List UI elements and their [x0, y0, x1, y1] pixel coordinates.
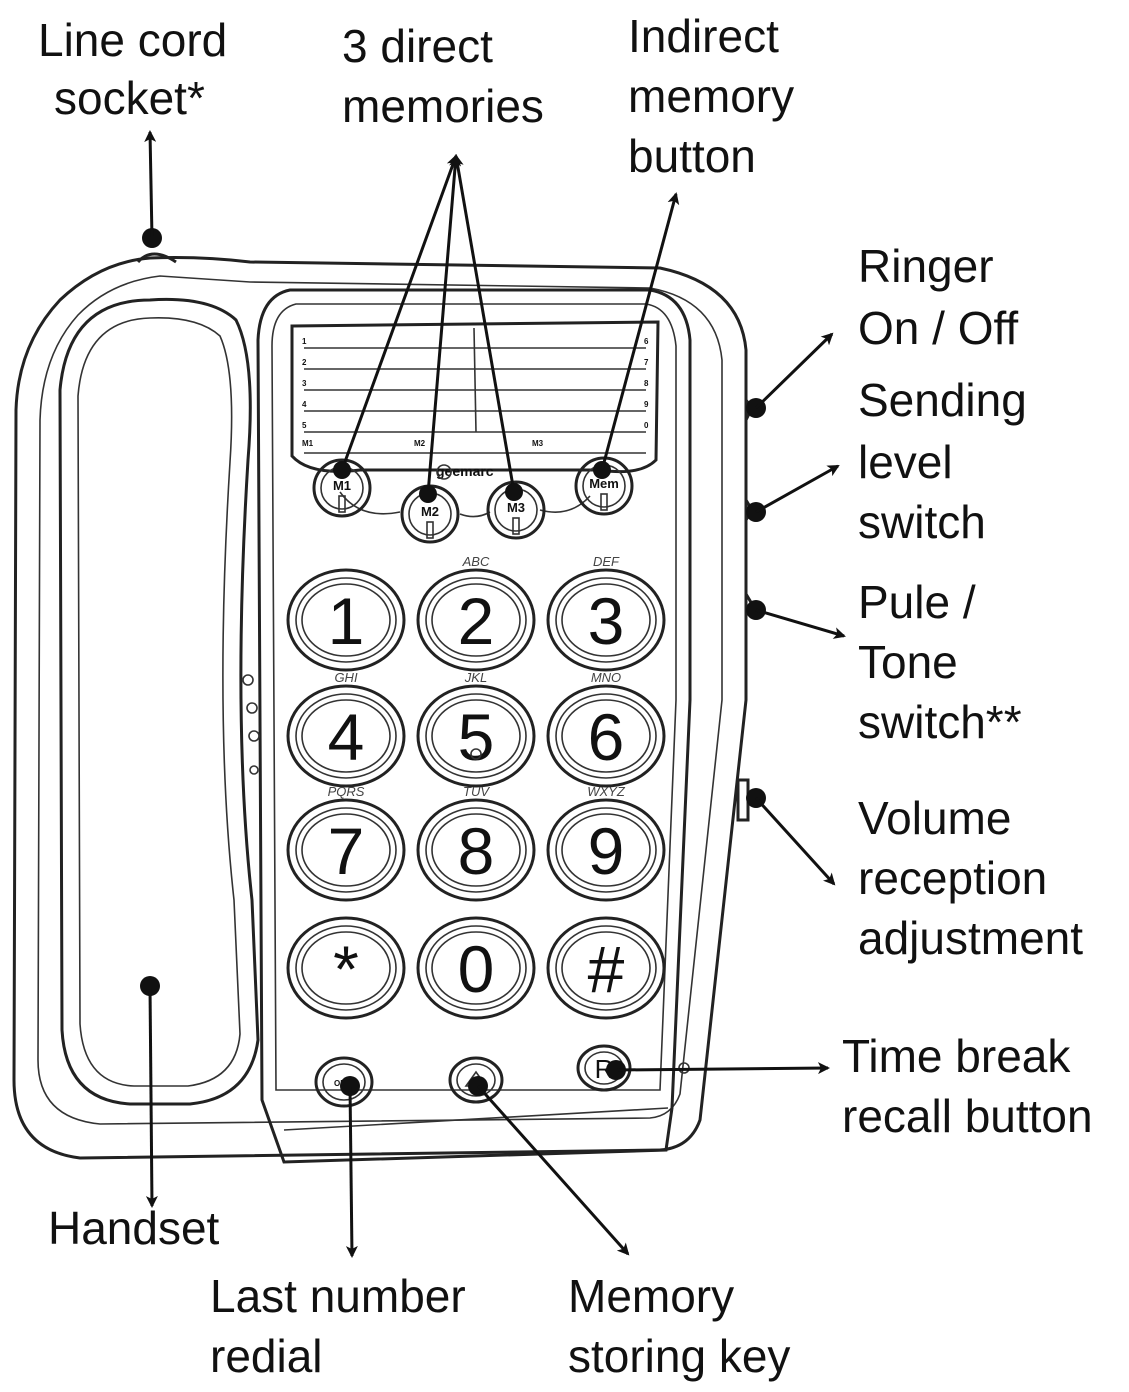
memory-button-label: Mem [589, 476, 619, 491]
key-hash[interactable]: # [546, 916, 666, 1020]
key-7[interactable]: 7 PQRS [286, 784, 406, 902]
callout-arrows [140, 130, 846, 1258]
card-right-number: 8 [644, 379, 649, 388]
key-letters: ABC [462, 554, 490, 569]
label-last-number-redial: Last number redial [210, 1270, 478, 1382]
label-memory-storing-key: Memory storing key [568, 1270, 790, 1382]
key-star[interactable]: * [286, 916, 406, 1020]
arrow-redial [345, 1085, 358, 1258]
key-letters: TUV [463, 784, 490, 799]
line-cord-socket-nub [136, 252, 177, 264]
arrow-m3 [451, 154, 516, 493]
phone-body [12, 252, 754, 1164]
label-handset: Handset [48, 1202, 220, 1254]
card-right-number: 9 [644, 400, 649, 409]
key-5[interactable]: 5 JKL [416, 670, 536, 788]
key-1[interactable]: 1 [286, 568, 406, 672]
key-digit: 5 [458, 700, 495, 774]
key-2[interactable]: 2 ABC [416, 554, 536, 672]
card-left-number: 1 [302, 337, 307, 346]
label-pulse-tone: Pule / Tone switch** [858, 576, 1022, 748]
memory-button-label: M3 [507, 500, 525, 515]
arrow-recall [615, 1062, 830, 1075]
key-digit: 9 [588, 814, 625, 888]
arrow-sending-level [755, 464, 840, 514]
key-8[interactable]: 8 TUV [416, 784, 536, 902]
card-bottom-label: M3 [532, 439, 544, 448]
arrow-volume [754, 796, 836, 886]
key-digit: 3 [588, 584, 625, 658]
card-bottom-labels: M1 M2 M3 [302, 439, 544, 448]
key-6[interactable]: 6 MNO [546, 670, 666, 788]
arrow-ringer [754, 332, 834, 410]
handset-shape [58, 297, 260, 1106]
memory-card: 1 2 3 4 5 6 7 8 9 0 M1 M2 M3 [290, 320, 660, 474]
label-ringer: Ringer On / Off [858, 240, 1018, 354]
arrow-handset [145, 985, 158, 1208]
key-letters: JKL [464, 670, 487, 685]
label-time-break-recall: Time break recall button [842, 1030, 1093, 1142]
label-volume-reception: Volume reception adjustment [858, 792, 1083, 964]
key-9[interactable]: 9 WXYZ [546, 784, 666, 902]
key-letters: MNO [591, 670, 621, 685]
memory-card-frame [290, 320, 660, 474]
key-0[interactable]: 0 [416, 916, 536, 1020]
card-bottom-label: M1 [302, 439, 314, 448]
card-left-numbers: 1 2 3 4 5 [302, 337, 307, 430]
key-letters: GHI [334, 670, 358, 685]
memory-button-label: M2 [421, 504, 439, 519]
key-letters: WXYZ [587, 784, 626, 799]
card-left-number: 2 [302, 358, 307, 367]
phone-outer-shell [12, 256, 748, 1160]
key-letters: DEF [593, 554, 620, 569]
key-digit: 2 [458, 584, 495, 658]
keypad-panel-inner [271, 303, 677, 1091]
label-line-cord-socket: Line cord socket* [38, 14, 240, 124]
card-right-number: 0 [644, 421, 649, 430]
key-digit: 1 [328, 584, 365, 658]
memory-button-label: M1 [333, 478, 351, 493]
arrow-memory-store [476, 1085, 630, 1256]
key-5-nub [470, 748, 482, 760]
label-direct-memories: 3 direct memories [342, 20, 544, 132]
handset-inner [77, 317, 241, 1087]
key-digit: 4 [328, 700, 365, 774]
key-4[interactable]: 4 GHI [286, 670, 406, 788]
key-3[interactable]: 3 DEF [546, 554, 666, 672]
key-digit: 8 [458, 814, 495, 888]
arrow-m2 [426, 154, 462, 495]
card-left-number: 4 [302, 400, 307, 409]
phone-inner-shell [37, 275, 723, 1125]
panel-bottom-lip [283, 1107, 669, 1131]
key-digit: 6 [588, 700, 625, 774]
key-digit: 7 [328, 814, 365, 888]
brand-logo-mark [436, 464, 452, 480]
arrow-pulse-tone [755, 608, 846, 639]
side-indicator-marks [242, 674, 260, 775]
key-letters: PQRS [328, 784, 365, 799]
bottom-function-keys: OR-P R [314, 1044, 690, 1108]
keypad: 1 2 ABC 3 DEF 4 GHI 5 JKL 6 MNO 7 PQRS 8 TUV 9 WXYZ * 0 # [286, 554, 666, 1020]
card-right-number: 6 [644, 337, 649, 346]
memory-card-divider [473, 327, 477, 433]
keypad-panel [256, 288, 692, 1164]
card-left-number: 5 [302, 421, 307, 430]
key-digit: # [588, 932, 625, 1006]
memory-button-m1[interactable]: M1 [312, 458, 372, 518]
card-left-number: 3 [302, 379, 307, 388]
card-right-numbers: 6 7 8 9 0 [644, 337, 649, 430]
arrow-m1 [340, 154, 459, 471]
callout-labels: Line cord socket* 3 direct memories Indi… [38, 10, 1093, 1382]
label-sending-level: Sending level switch [858, 374, 1040, 548]
memory-button-link [339, 491, 591, 518]
arrow-line-cord [144, 130, 157, 239]
card-bottom-label: M2 [414, 439, 426, 448]
key-digit: 0 [458, 932, 495, 1006]
key-digit: * [333, 932, 359, 1006]
label-indirect-memory: Indirect memory button [628, 10, 807, 182]
arrow-indirect-memory [600, 192, 680, 471]
card-right-number: 7 [644, 358, 649, 367]
